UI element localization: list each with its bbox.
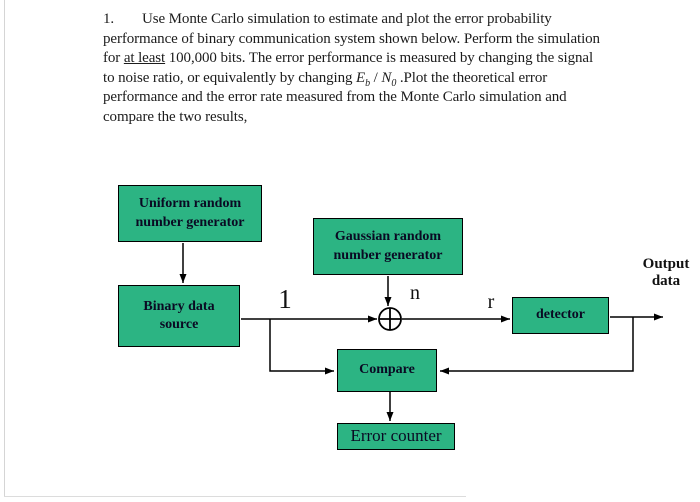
problem-line-4: to noise ratio, or equivalently by chang…: [103, 69, 548, 89]
problem-statement: 1.Use Monte Carlo simulation to estimate…: [103, 10, 608, 128]
problem-line-1: 1.Use Monte Carlo simulation to estimate…: [103, 10, 608, 30]
problem-line-6: compare the two results,: [103, 108, 248, 125]
page-edge-bottom: [4, 496, 466, 497]
block-uniform-random-number-generator: Uniform random number generator: [118, 185, 262, 242]
block-binary-data-source: Binary data source: [118, 285, 240, 347]
signal-label-n: n: [410, 282, 420, 304]
block-gaussian-random-number-generator: Gaussian random number generator: [313, 218, 463, 275]
math-eb: Eb: [356, 69, 371, 89]
block-error-counter: Error counter: [337, 423, 455, 450]
page-edge-left: [4, 0, 5, 496]
block-detector: detector: [512, 297, 609, 334]
problem-line-2: performance of binary communication syst…: [103, 30, 600, 47]
problem-line-5: performance and the error rate measured …: [103, 89, 567, 106]
output-data-label: Output data: [642, 256, 690, 289]
underlined-phrase: at least: [123, 50, 166, 67]
problem-number: 1.: [103, 11, 115, 27]
signal-label-r: r: [487, 291, 495, 313]
math-n0: N0: [381, 69, 397, 89]
signal-label-1: 1: [278, 284, 292, 314]
problem-line-3: for at least 100,000 bits. The error per…: [103, 50, 594, 67]
adder-icon: [378, 307, 402, 331]
connector-binary-branch-to-compare: [269, 319, 334, 375]
block-compare: Compare: [337, 349, 437, 392]
